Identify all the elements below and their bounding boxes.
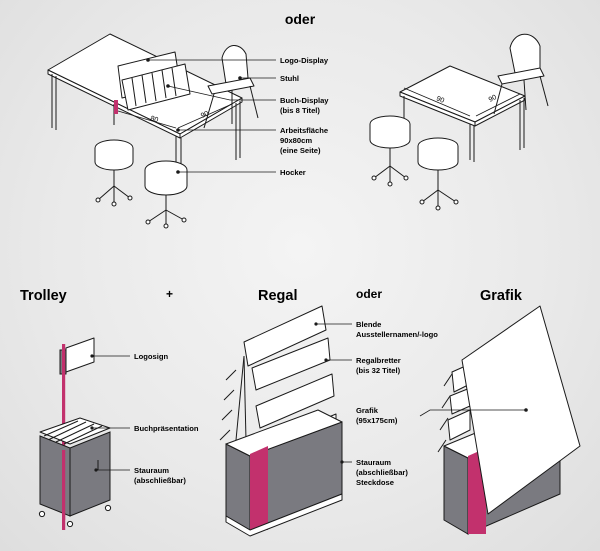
book-display-left	[114, 51, 191, 114]
label-grafik-1: Grafik	[356, 406, 379, 415]
label-stauraum-trolley-2: (abschließbar)	[134, 476, 186, 485]
heading-oder-bottom: oder	[356, 287, 382, 301]
heading-trolley: Trolley	[20, 288, 67, 304]
dim-right-a: 90	[435, 95, 445, 104]
chair-left	[203, 45, 259, 129]
label-blende-1: Blende	[356, 320, 381, 329]
trolley-illustration	[38, 337, 112, 530]
label-hocker: Hocker	[280, 168, 306, 177]
label-stauraum-regal-2: (abschließbar)	[356, 468, 408, 477]
label-stuhl: Stuhl	[280, 74, 299, 83]
label-buchpraesentation: Buchpräsentation	[134, 424, 199, 433]
bottom-scene: Trolley + Regal oder Grafik	[20, 287, 581, 537]
heading-plus: +	[166, 287, 173, 301]
label-stauraum-regal-3: Steckdose	[356, 478, 394, 487]
dim-right-b: 90	[488, 94, 498, 104]
label-stauraum-regal-1: Stauraum	[356, 458, 391, 467]
stool-left-2	[144, 160, 188, 229]
label-arbeitsflaeche-2: 90x80cm	[280, 136, 312, 145]
top-oder-heading: oder	[285, 11, 316, 27]
label-regalbretter-2: (bis 32 Titel)	[356, 366, 401, 375]
top-callouts	[146, 58, 276, 174]
label-blende-2: Ausstellernamen/-logo	[356, 330, 438, 339]
stool-right-2	[417, 137, 459, 211]
heading-grafik: Grafik	[480, 288, 523, 304]
dim-left-b: 90	[200, 110, 210, 120]
top-scene: oder	[47, 11, 549, 229]
work-table-right	[399, 65, 526, 162]
label-logosign: Logosign	[134, 352, 169, 361]
regal-callouts	[314, 322, 352, 464]
label-arbeitsflaeche-1: Arbeitsfläche	[280, 126, 328, 135]
grafik-illustration	[437, 305, 581, 535]
label-buch-display-2: (bis 8 Titel)	[280, 106, 320, 115]
label-stauraum-trolley-1: Stauraum	[134, 466, 169, 475]
label-arbeitsflaeche-3: (eine Seite)	[280, 146, 321, 155]
stool-right-1	[369, 115, 411, 187]
label-logo-display: Logo-Display	[280, 56, 329, 65]
regal-illustration	[219, 305, 343, 537]
dim-left-a: 80	[149, 115, 159, 124]
chair-right	[493, 33, 549, 115]
label-buch-display-1: Buch-Display	[280, 96, 329, 105]
trolley-callouts	[90, 354, 130, 472]
stool-left-1	[94, 139, 134, 207]
heading-regal: Regal	[258, 288, 298, 304]
label-regalbretter-1: Regalbretter	[356, 356, 401, 365]
label-grafik-2: (95x175cm)	[356, 416, 398, 425]
